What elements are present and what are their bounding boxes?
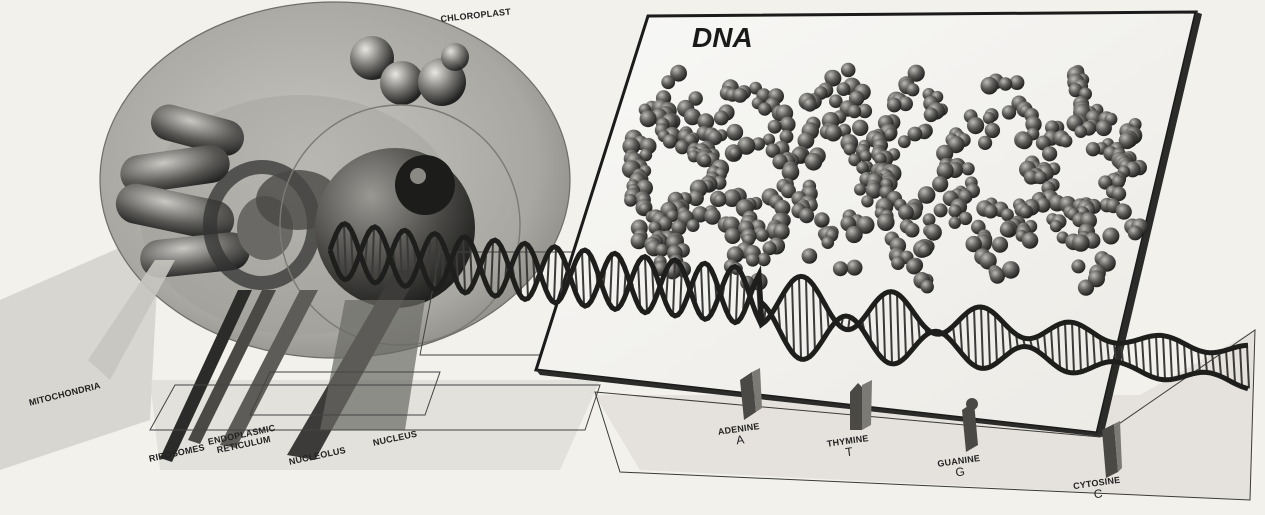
base-pair-rung (1177, 340, 1179, 378)
dna-title: DNA (692, 22, 753, 54)
atom-sphere (898, 205, 914, 221)
atom-sphere (967, 117, 984, 134)
atom-sphere (1050, 220, 1062, 232)
atom-sphere (848, 105, 862, 119)
atom-sphere (932, 176, 948, 192)
base-pair-rung (554, 247, 556, 303)
atom-sphere (1000, 222, 1015, 237)
atom-sphere (833, 261, 848, 276)
atom-sphere (805, 153, 823, 171)
atom-sphere (925, 224, 942, 241)
atom-sphere (918, 244, 931, 257)
atom-sphere (1059, 135, 1072, 148)
atom-sphere (841, 63, 856, 78)
atom-sphere (1002, 105, 1016, 119)
atom-sphere (990, 269, 1005, 284)
atom-sphere (949, 217, 961, 229)
atom-sphere (898, 135, 911, 148)
atom-sphere (852, 120, 868, 136)
atom-sphere (714, 194, 727, 207)
atom-sphere (758, 103, 771, 116)
atom-sphere (999, 77, 1013, 91)
atom-sphere (1078, 280, 1094, 296)
atom-sphere (1042, 146, 1057, 161)
atom-sphere (837, 82, 851, 96)
atom-sphere (624, 194, 637, 207)
atom-sphere (699, 154, 712, 167)
atom-sphere (1102, 228, 1119, 245)
atom-sphere (1072, 234, 1090, 252)
atom-sphere (803, 98, 817, 112)
atom-sphere (1075, 125, 1088, 138)
atom-sphere (921, 280, 934, 293)
atom-sphere (656, 244, 669, 257)
atom-sphere (687, 219, 700, 232)
atom-sphere (1071, 259, 1085, 273)
base-pair-rung (1163, 336, 1165, 380)
atom-sphere (877, 213, 895, 231)
atom-sphere (1116, 204, 1132, 220)
atom-sphere (756, 229, 769, 242)
atom-sphere (1016, 133, 1033, 150)
atom-sphere (847, 260, 863, 276)
atom-sphere (768, 120, 782, 134)
base-pair-rung (1135, 341, 1137, 369)
atom-sphere (891, 256, 905, 270)
atom-sphere (854, 183, 866, 195)
atom-sphere (746, 253, 759, 266)
atom-sphere (985, 123, 1000, 138)
atom-sphere (733, 88, 748, 103)
atom-sphere (816, 213, 829, 226)
atom-sphere (859, 150, 871, 162)
atom-sphere (1128, 226, 1143, 241)
base-pair-rung (1128, 342, 1130, 365)
atom-sphere (661, 75, 675, 89)
atom-sphere (1086, 142, 1100, 156)
atom-sphere (978, 136, 992, 150)
atom-sphere (983, 112, 995, 124)
atom-sphere (984, 205, 998, 219)
atom-sphere (846, 226, 863, 243)
atom-sphere (799, 208, 814, 223)
atom-sphere (887, 98, 902, 113)
atom-sphere (905, 223, 920, 238)
atom-sphere (906, 259, 922, 275)
atom-sphere (906, 83, 919, 96)
atom-sphere (861, 195, 873, 207)
atom-sphere (1022, 232, 1039, 249)
atom-sphere (802, 248, 818, 264)
atom-sphere (822, 236, 835, 249)
atom-sphere (825, 125, 842, 142)
atom-sphere (725, 228, 741, 244)
base-pair-rung (1170, 337, 1172, 379)
atom-sphere (631, 233, 647, 249)
atom-sphere (1096, 120, 1112, 136)
atom-sphere (714, 111, 729, 126)
base-pair-rung (1156, 336, 1158, 379)
atom-sphere (663, 134, 677, 148)
atom-sphere (640, 110, 657, 127)
atom-sphere (924, 108, 939, 123)
atom-sphere (992, 237, 1008, 253)
atom-sphere (782, 163, 800, 181)
atom-sphere (729, 147, 741, 159)
base-pair-rung (1142, 339, 1144, 373)
atom-sphere (934, 203, 948, 217)
atom-sphere (962, 162, 975, 175)
atom-sphere (981, 77, 999, 95)
atom-sphere (726, 124, 743, 141)
base-pair-rung (1149, 337, 1151, 376)
